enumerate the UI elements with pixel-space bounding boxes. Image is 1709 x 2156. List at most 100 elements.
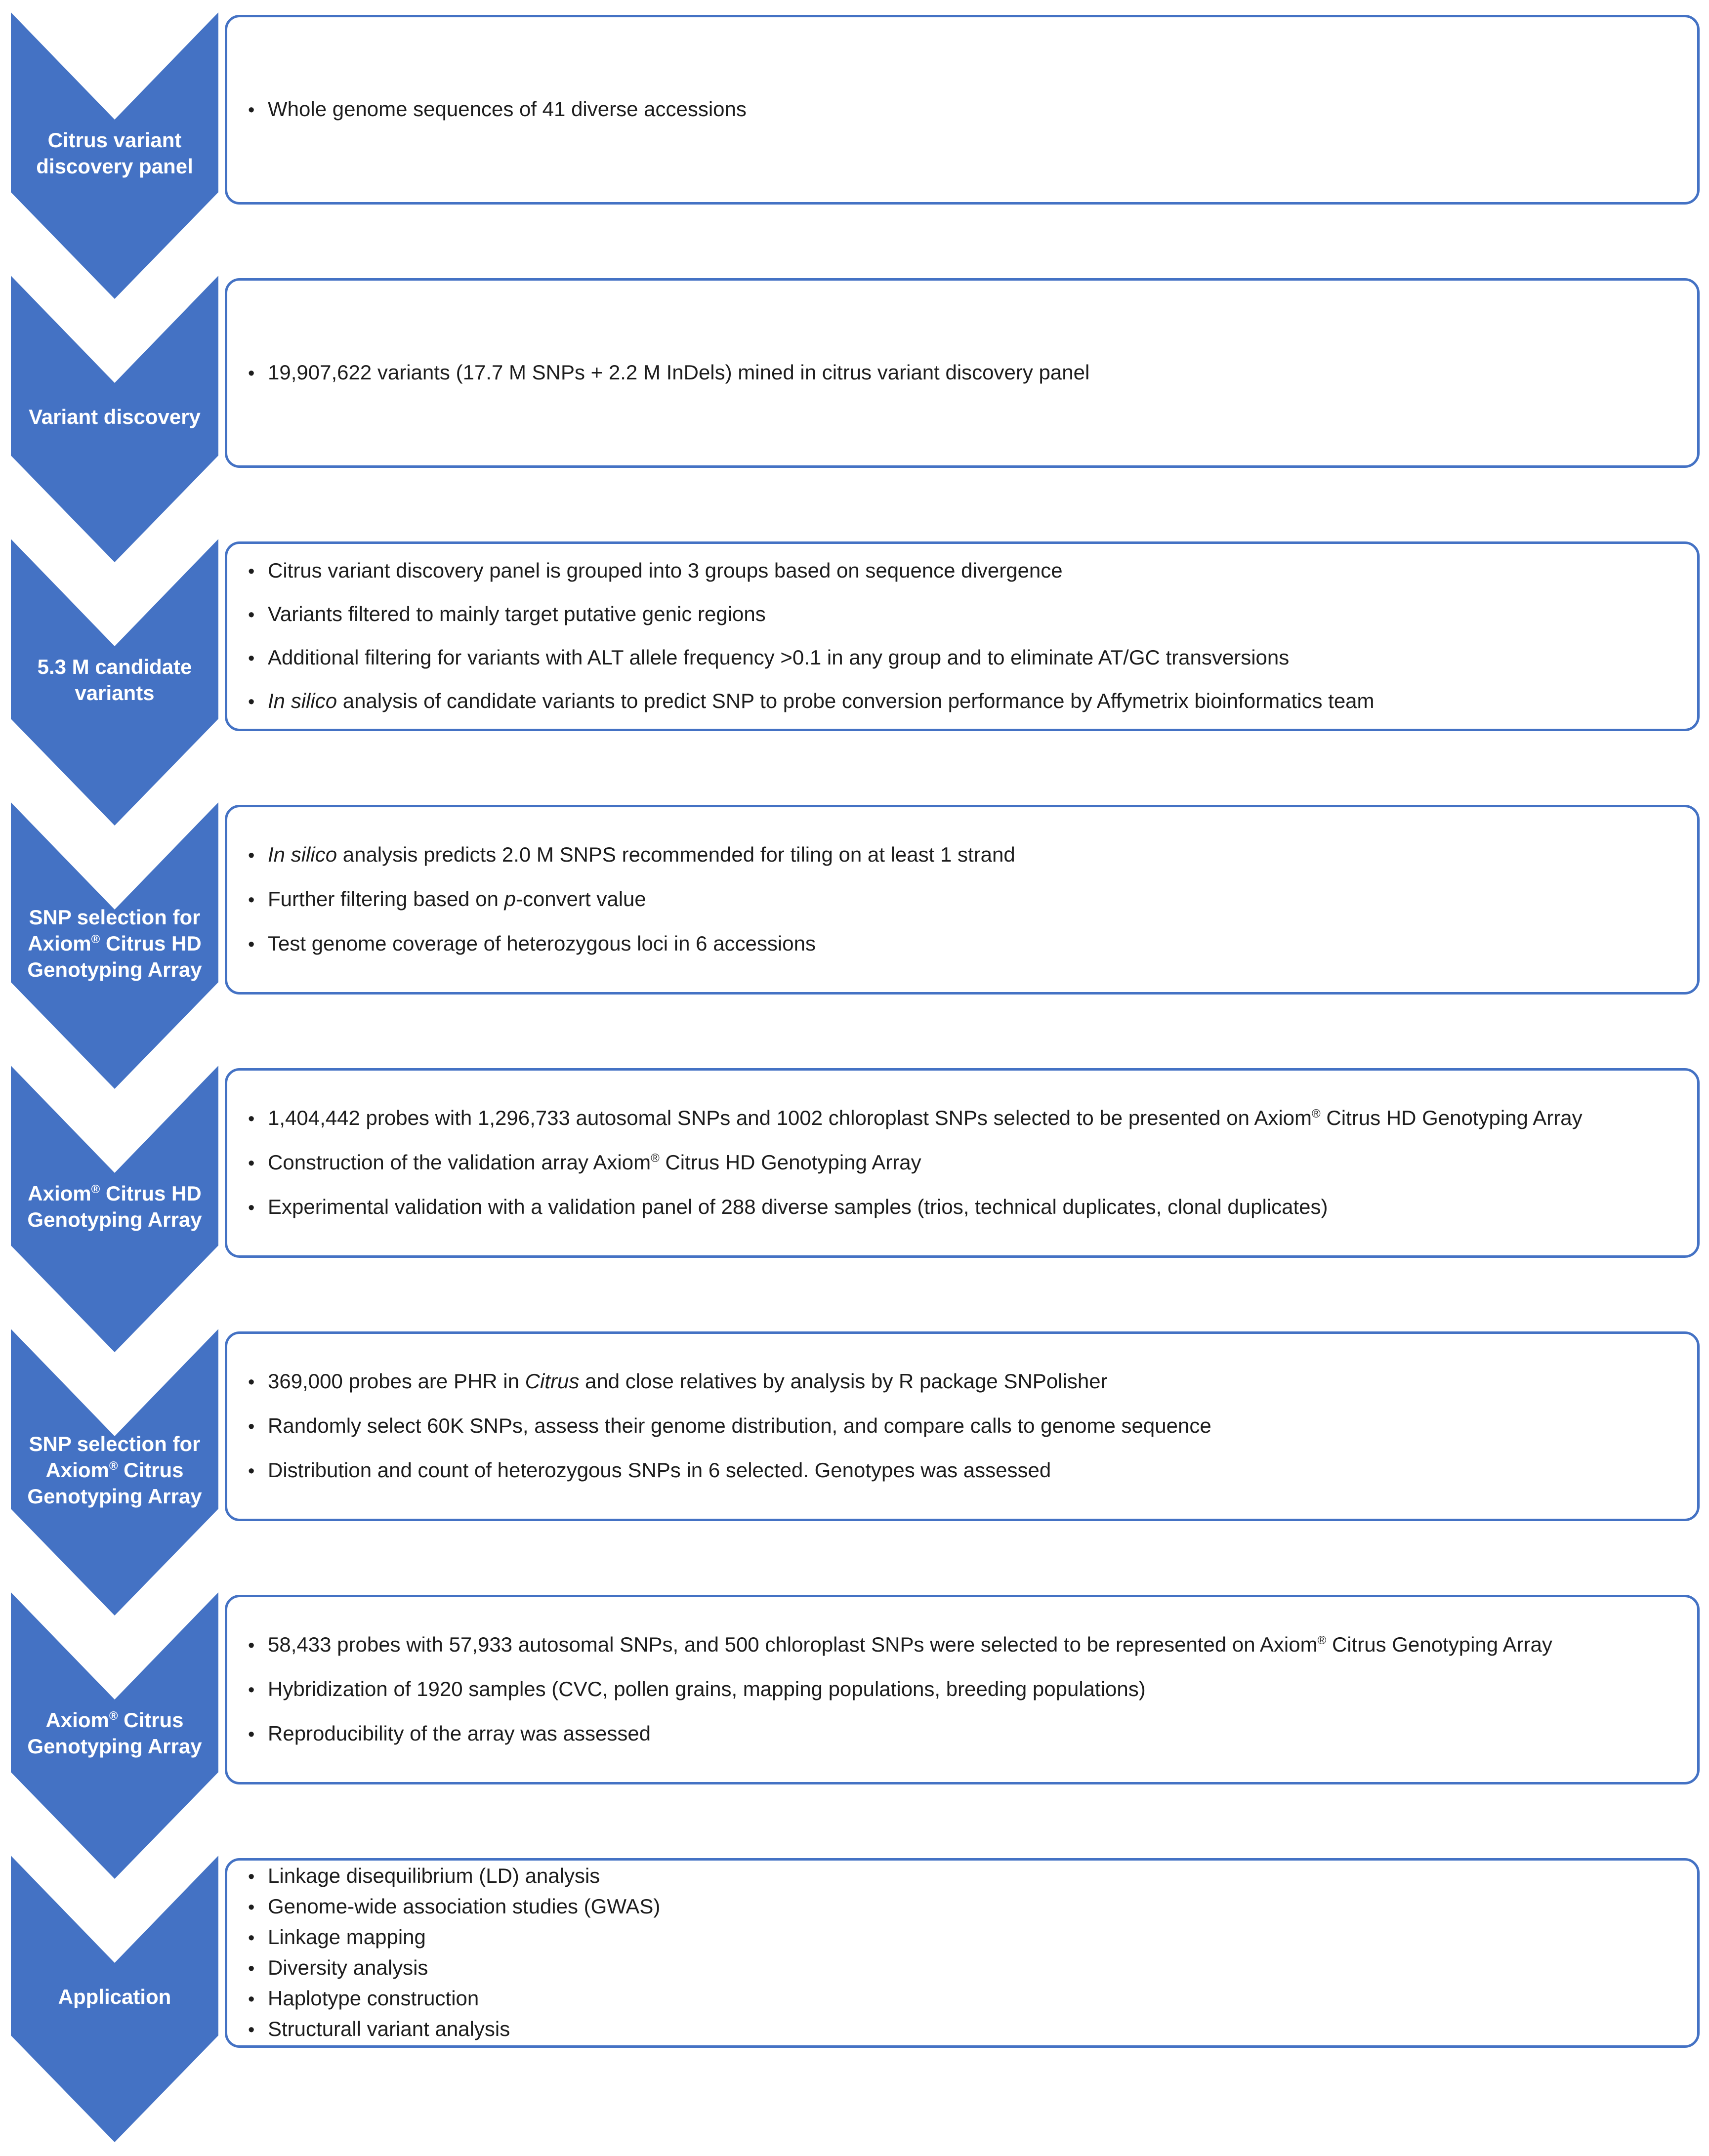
step-label: Variant discovery (17, 373, 212, 460)
text-segment: Variants filtered to mainly target putat… (268, 602, 766, 625)
text-segment: Construction of the validation array Axi… (268, 1151, 651, 1174)
step-label: Axiom® Citrus HD Genotyping Array (17, 1162, 212, 1250)
text-segment: Citrus variant discovery panel (36, 128, 193, 178)
bullet-item: • Structurall variant analysis (248, 2015, 1682, 2044)
bullet-item: •19,907,622 variants (17.7 M SNPs + 2.2 … (248, 358, 1682, 388)
bullet-dot-icon: • (248, 1416, 255, 1437)
bullet-text: Distribution and count of heterozygous S… (268, 1455, 1051, 1485)
step-label-text: SNP selection for Axiom® Citrus Genotypi… (17, 1431, 212, 1509)
text-segment: Hybridization of 1920 samples (CVC, poll… (268, 1677, 1146, 1700)
bullet-dot-icon: • (248, 1897, 255, 1918)
text-segment: Test genome coverage of heterozygous loc… (268, 932, 816, 955)
step-chevron: 5.3 M candidate variants (11, 539, 218, 826)
bullet-dot-icon: • (248, 845, 255, 866)
text-segment: ® (91, 932, 100, 946)
step-box: • 369,000 probes are PHR in Citrus and cl… (225, 1331, 1700, 1521)
text-segment: In silico (268, 843, 337, 866)
step-chevron: Application (11, 1856, 218, 2142)
bullet-dot-icon: • (248, 1724, 255, 1745)
text-segment: Whole genome sequences of 41 diverse acc… (268, 97, 747, 121)
chevron-arrow-icon (11, 1066, 218, 1352)
text-segment: SNP selection for Axiom (28, 905, 201, 955)
text-segment: Genome-wide association studies (GWAS) (268, 1895, 661, 1918)
text-segment: 1,404,442 probes with 1,296,733 autosoma… (268, 1106, 1312, 1129)
step-chevron: Axiom® Citrus HD Genotyping Array (11, 1066, 218, 1352)
text-segment: In silico (268, 689, 337, 712)
step-label: Application (17, 1952, 212, 2040)
bullet-dot-icon: • (248, 605, 255, 625)
chevron-arrow-icon (11, 12, 218, 299)
text-segment: Citrus Genotyping Array (27, 1458, 202, 1508)
step-label-text: SNP selection for Axiom® Citrus HD Genot… (17, 904, 212, 983)
step-label-text: Citrus variant discovery panel (17, 127, 212, 179)
chevron-arrow-icon (11, 539, 218, 826)
text-segment: Citrus Genotyping Array (27, 1708, 202, 1758)
text-segment: ® (1317, 1634, 1327, 1647)
bullet-list: •In silico analysis predicts 2.0 M SNPS … (248, 840, 1682, 959)
step-box: •Linkage disequilibrium (LD) analysis•Ge… (225, 1858, 1700, 2048)
text-segment: ® (1312, 1107, 1321, 1120)
bullet-item: •Diversity analysis (248, 1954, 1682, 1983)
step-box: •58,433 probes with 57,933 autosomal SNP… (225, 1595, 1700, 1784)
bullet-item: •In silico analysis predicts 2.0 M SNPS … (248, 840, 1682, 871)
text-segment: Further filtering based on (268, 887, 504, 911)
text-segment: Haplotype construction (268, 1987, 479, 2010)
step-box: • Citrus variant discovery panel is group… (225, 541, 1700, 731)
bullet-text: Structurall variant analysis (268, 2015, 510, 2043)
bullet-dot-icon: • (248, 934, 255, 955)
bullet-item: • Variants filtered to mainly target puta… (248, 599, 1682, 630)
bullet-text: Haplotype construction (268, 1985, 479, 2012)
bullet-dot-icon: • (248, 363, 255, 384)
bullet-item: •In silico analysis of candidate variant… (248, 686, 1682, 717)
bullet-list: • 369,000 probes are PHR in Citrus and cl… (248, 1367, 1682, 1486)
bullet-text: Whole genome sequences of 41 diverse acc… (268, 94, 747, 124)
bullet-item: •Additional filtering for variants with … (248, 643, 1682, 673)
text-segment: Citrus variant discovery panel is groupe… (268, 559, 1063, 582)
text-segment: Linkage mapping (268, 1925, 426, 1949)
step-label: SNP selection for Axiom® Citrus Genotypi… (17, 1426, 212, 1514)
bullet-text: Linkage disequilibrium (LD) analysis (268, 1862, 600, 1890)
text-segment: and close relatives by analysis by R pac… (579, 1369, 1108, 1393)
text-segment: p (504, 887, 516, 911)
bullet-dot-icon: • (248, 890, 255, 911)
text-segment: Randomly select 60K SNPs, assess their g… (268, 1414, 1211, 1437)
step-chevron: Variant discovery (11, 276, 218, 562)
bullet-text: In silico analysis of candidate variants… (268, 686, 1375, 716)
step-box: •Whole genome sequences of 41 diverse ac… (225, 15, 1700, 205)
text-segment: -convert value (515, 887, 646, 911)
bullet-item: • Experimental validation with a validati… (248, 1192, 1682, 1223)
step-chevron: SNP selection for Axiom® Citrus HD Genot… (11, 802, 218, 1089)
bullet-dot-icon: • (248, 561, 255, 582)
bullet-dot-icon: • (248, 648, 255, 669)
bullet-item: •Linkage disequilibrium (LD) analysis (248, 1862, 1682, 1891)
bullet-item: •Reproducibility of the array was assess… (248, 1719, 1682, 1749)
text-segment: 5.3 M candidate variants (37, 655, 192, 705)
bullet-text: 369,000 probes are PHR in Citrus and clo… (268, 1367, 1108, 1396)
bullet-dot-icon: • (248, 1109, 255, 1129)
step-label-text: Application (58, 1984, 171, 2010)
text-segment: Citrus HD Genotyping Array (1320, 1106, 1583, 1129)
text-segment: ® (109, 1459, 118, 1473)
step-label-text: Axiom® Citrus HD Genotyping Array (17, 1180, 212, 1233)
text-segment: ® (109, 1709, 118, 1723)
step-chevron: Axiom® Citrus Genotyping Array (11, 1592, 218, 1879)
bullet-item: •58,433 probes with 57,933 autosomal SNP… (248, 1630, 1682, 1660)
bullet-item: •Construction of the validation array Ax… (248, 1148, 1682, 1178)
bullet-dot-icon: • (248, 1680, 255, 1700)
bullet-text: Further filtering based on p-convert val… (268, 884, 646, 914)
bullet-text: Experimental validation with a validatio… (268, 1192, 1328, 1222)
bullet-dot-icon: • (248, 1198, 255, 1218)
chevron-arrow-icon (11, 802, 218, 1089)
bullet-item: •Whole genome sequences of 41 diverse ac… (248, 94, 1682, 125)
bullet-text: Variants filtered to mainly target putat… (268, 599, 766, 629)
bullet-dot-icon: • (248, 1989, 255, 2010)
bullet-list: •58,433 probes with 57,933 autosomal SNP… (248, 1630, 1682, 1749)
text-segment: analysis of candidate variants to predic… (337, 689, 1375, 712)
bullet-dot-icon: • (248, 2020, 255, 2040)
text-segment: Experimental validation with a validatio… (268, 1195, 1328, 1218)
text-segment: ® (91, 1183, 100, 1196)
bullet-text: Linkage mapping (268, 1923, 426, 1951)
step-chevron: Citrus variant discovery panel (11, 12, 218, 299)
text-segment: Linkage disequilibrium (LD) analysis (268, 1864, 600, 1887)
